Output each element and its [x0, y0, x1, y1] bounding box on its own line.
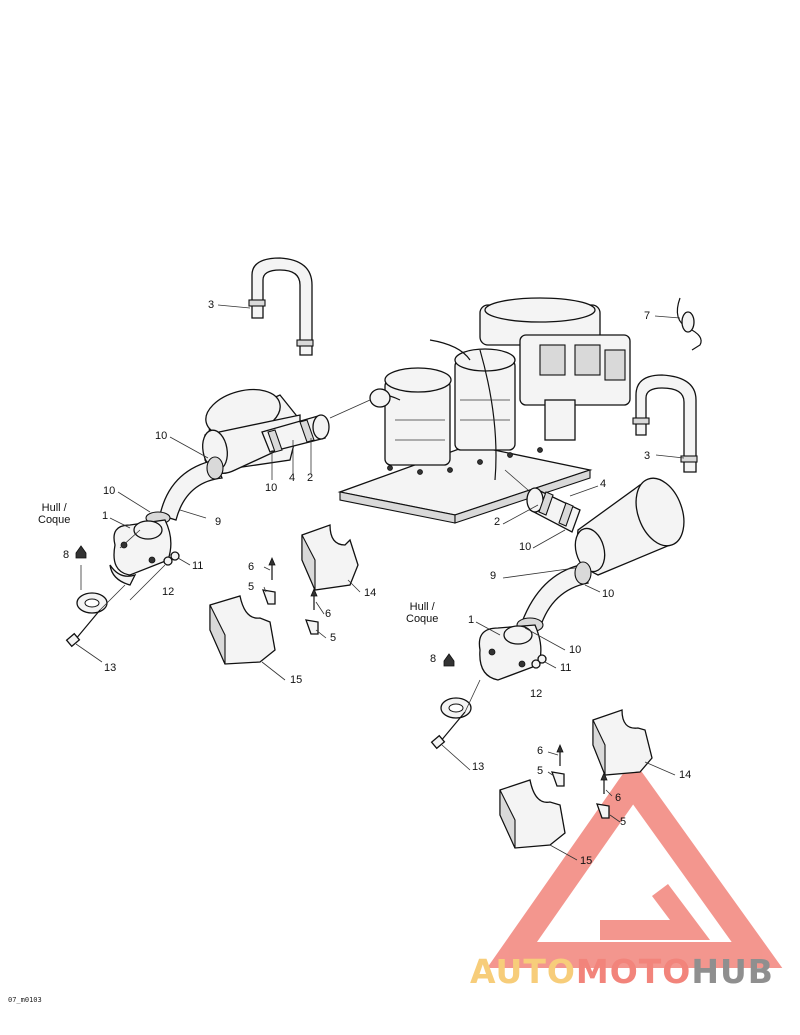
callout-6-left-a: 6: [248, 561, 255, 573]
callout-10-left-hose: 10: [103, 485, 116, 497]
hull-label-right: Hull / Coque: [406, 601, 439, 625]
callout-7: 7: [644, 310, 651, 322]
engine-block: [337, 297, 631, 524]
tie-wrap-7: [676, 297, 702, 351]
callout-12-left: 12: [162, 586, 175, 598]
callout-13-right: 13: [472, 761, 485, 773]
callout-10-right-muffler: 10: [602, 588, 615, 600]
callout-8-right: 8: [430, 653, 437, 665]
callout-2-left: 2: [307, 472, 314, 484]
callout-10-left-muffler: 10: [155, 430, 168, 442]
muffler-right: [430, 469, 685, 750]
callout-14-left: 14: [364, 587, 377, 599]
hull-label-left: Hull / Coque: [38, 502, 71, 526]
watermark-text-auto: AUTO: [470, 952, 576, 991]
callout-15-left: 15: [290, 674, 303, 686]
callout-12-right: 12: [530, 688, 543, 700]
callout-3-upper: 3: [208, 299, 215, 311]
strap-3-lower: [632, 374, 698, 473]
callout-8-left: 8: [63, 549, 70, 561]
callout-6-right-a: 6: [537, 745, 544, 757]
callout-15-right: 15: [580, 855, 593, 867]
callout-4-right: 4: [600, 478, 607, 490]
callout-5-right-b: 5: [620, 816, 627, 828]
callout-5-left-a: 5: [248, 581, 255, 593]
callout-5-left-b: 5: [330, 632, 337, 644]
leader-lines: [75, 304, 685, 861]
mount-pads-left: [209, 524, 359, 665]
callout-6-left-b: 6: [325, 608, 332, 620]
muffler-left: [65, 388, 371, 648]
callout-6-right-b: 6: [615, 792, 622, 804]
callout-9-right: 9: [490, 570, 497, 582]
callout-11-right: 11: [560, 662, 572, 674]
watermark-logo-triangle: [487, 759, 783, 968]
watermark-text: AUTOMOTOHUB: [470, 952, 774, 991]
strap-3-upper: [248, 257, 314, 356]
clips: [262, 556, 610, 819]
callout-2-right: 2: [494, 516, 501, 528]
mount-pads-right: [499, 709, 653, 849]
callout-14-right: 14: [679, 769, 692, 781]
callout-1-left: 1: [102, 510, 109, 522]
callout-10-right-clamp: 10: [519, 541, 532, 553]
callout-10-left-clamp: 10: [265, 482, 278, 494]
callout-3-lower: 3: [644, 450, 651, 462]
callout-10-right-hose: 10: [569, 644, 582, 656]
diagram-code: 07_m0103: [8, 996, 42, 1004]
callout-11-left: 11: [192, 560, 204, 572]
watermark-text-moto: MOTO: [575, 952, 692, 991]
callout-1-right: 1: [468, 614, 475, 626]
callout-4-left: 4: [289, 472, 296, 484]
callout-5-right-a: 5: [537, 765, 544, 777]
callout-13-left: 13: [104, 662, 117, 674]
callout-9-left: 9: [215, 516, 222, 528]
watermark-text-hub: HUB: [691, 952, 774, 991]
